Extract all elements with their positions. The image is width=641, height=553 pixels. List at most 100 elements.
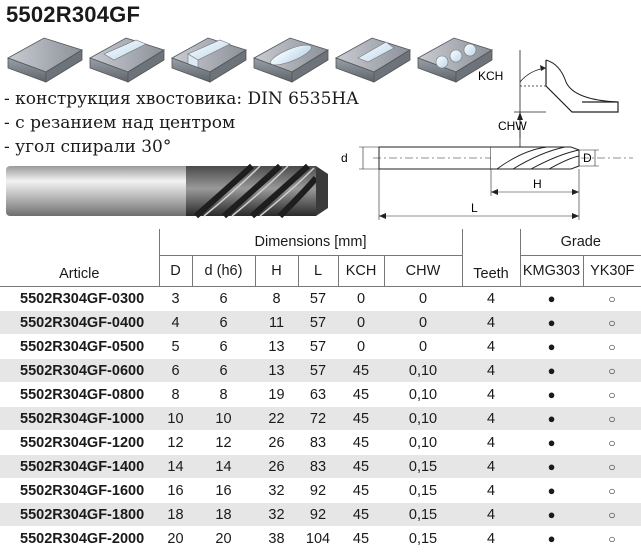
header-d-h6: d (h6) bbox=[191, 255, 255, 287]
h-cell: 22 bbox=[255, 406, 298, 431]
d-cell: 14 bbox=[192, 454, 255, 479]
grade-kmg303-cell: ● bbox=[520, 358, 583, 383]
header-h: H bbox=[254, 255, 298, 287]
d-cell: 6 bbox=[192, 358, 255, 383]
deep-slot-icon bbox=[171, 37, 247, 83]
grade-kmg303-cell: ● bbox=[520, 526, 583, 551]
kch-cell: 0 bbox=[338, 334, 384, 359]
grade-kmg303-cell: ● bbox=[520, 430, 583, 455]
article-cell: 5502R304GF-0800 bbox=[0, 382, 159, 407]
grade-yk30f-cell: ○ bbox=[583, 382, 641, 407]
h-cell: 13 bbox=[255, 358, 298, 383]
d-cell: 10 bbox=[192, 406, 255, 431]
h-label: H bbox=[533, 177, 542, 191]
kch-cell: 45 bbox=[338, 454, 384, 479]
operation-icons bbox=[7, 37, 493, 83]
chw-cell: 0,15 bbox=[384, 454, 462, 479]
article-cell: 5502R304GF-1200 bbox=[0, 430, 159, 455]
l-cell: 57 bbox=[298, 334, 338, 359]
d-cell: 20 bbox=[159, 526, 192, 551]
d-cell: 8 bbox=[192, 382, 255, 407]
grade-yk30f-cell: ○ bbox=[583, 454, 641, 479]
kch-cell: 45 bbox=[338, 406, 384, 431]
teeth-cell: 4 bbox=[462, 358, 520, 383]
article-cell: 5502R304GF-1800 bbox=[0, 502, 159, 527]
teeth-cell: 4 bbox=[462, 526, 520, 551]
d-cell: 16 bbox=[159, 478, 192, 503]
big-d-label: D bbox=[583, 151, 592, 165]
d-cell: 14 bbox=[159, 454, 192, 479]
article-cell: 5502R304GF-0400 bbox=[0, 310, 159, 335]
face-milling-icon bbox=[7, 37, 83, 83]
article-cell: 5502R304GF-1400 bbox=[0, 454, 159, 479]
h-cell: 19 bbox=[255, 382, 298, 407]
feature-center-cutting: - с резанием над центром bbox=[4, 113, 236, 133]
header-dimensions: Dimensions [mm] bbox=[158, 229, 462, 256]
teeth-cell: 4 bbox=[462, 502, 520, 527]
chw-cell: 0 bbox=[384, 286, 462, 311]
teeth-cell: 4 bbox=[462, 334, 520, 359]
feature-shank: - конструкция хвостовика: DIN 6535HA bbox=[4, 89, 359, 109]
l-cell: 57 bbox=[298, 358, 338, 383]
header-d: D bbox=[158, 255, 192, 287]
article-cell: 5502R304GF-0600 bbox=[0, 358, 159, 383]
l-label: L bbox=[471, 201, 478, 215]
h-cell: 11 bbox=[255, 310, 298, 335]
kch-cell: 0 bbox=[338, 310, 384, 335]
grade-yk30f-cell: ○ bbox=[583, 334, 641, 359]
spec-table: Article Dimensions [mm] Teeth Grade D d … bbox=[0, 229, 641, 551]
chw-cell: 0,10 bbox=[384, 430, 462, 455]
l-cell: 57 bbox=[298, 286, 338, 311]
h-cell: 26 bbox=[255, 430, 298, 455]
grade-kmg303-cell: ● bbox=[520, 310, 583, 335]
header-grade-yk30f: YK30F bbox=[582, 255, 641, 287]
kch-cell: 45 bbox=[338, 502, 384, 527]
grade-yk30f-cell: ○ bbox=[583, 526, 641, 551]
grade-kmg303-cell: ● bbox=[520, 478, 583, 503]
h-cell: 38 bbox=[255, 526, 298, 551]
h-cell: 32 bbox=[255, 502, 298, 527]
d-cell: 6 bbox=[159, 358, 192, 383]
d-cell: 12 bbox=[159, 430, 192, 455]
kch-cell: 0 bbox=[338, 286, 384, 311]
header-teeth: Teeth bbox=[461, 229, 520, 287]
article-cell: 5502R304GF-0300 bbox=[0, 286, 159, 311]
teeth-cell: 4 bbox=[462, 382, 520, 407]
d-cell: 18 bbox=[192, 502, 255, 527]
grade-kmg303-cell: ● bbox=[520, 382, 583, 407]
teeth-cell: 4 bbox=[462, 310, 520, 335]
grade-kmg303-cell: ● bbox=[520, 454, 583, 479]
pocket-milling-icon bbox=[253, 37, 329, 83]
chw-cell: 0,10 bbox=[384, 382, 462, 407]
grade-kmg303-cell: ● bbox=[520, 502, 583, 527]
kch-cell: 45 bbox=[338, 478, 384, 503]
kch-label: KCH bbox=[478, 69, 503, 83]
grade-yk30f-cell: ○ bbox=[583, 430, 641, 455]
l-cell: 72 bbox=[298, 406, 338, 431]
d-cell: 6 bbox=[192, 334, 255, 359]
h-cell: 8 bbox=[255, 286, 298, 311]
h-cell: 13 bbox=[255, 334, 298, 359]
l-cell: 83 bbox=[298, 430, 338, 455]
d-cell: 10 bbox=[159, 406, 192, 431]
kch-cell: 45 bbox=[338, 526, 384, 551]
article-cell: 5502R304GF-0500 bbox=[0, 334, 159, 359]
d-cell: 6 bbox=[192, 286, 255, 311]
grade-kmg303-cell: ● bbox=[520, 406, 583, 431]
header-chw: CHW bbox=[383, 255, 462, 287]
l-cell: 57 bbox=[298, 310, 338, 335]
kch-cell: 45 bbox=[338, 430, 384, 455]
tool-dimension-diagram: d D H L bbox=[341, 146, 633, 220]
teeth-cell: 4 bbox=[462, 286, 520, 311]
slot-milling-icon bbox=[89, 37, 165, 83]
chw-cell: 0,10 bbox=[384, 358, 462, 383]
l-cell: 92 bbox=[298, 502, 338, 527]
